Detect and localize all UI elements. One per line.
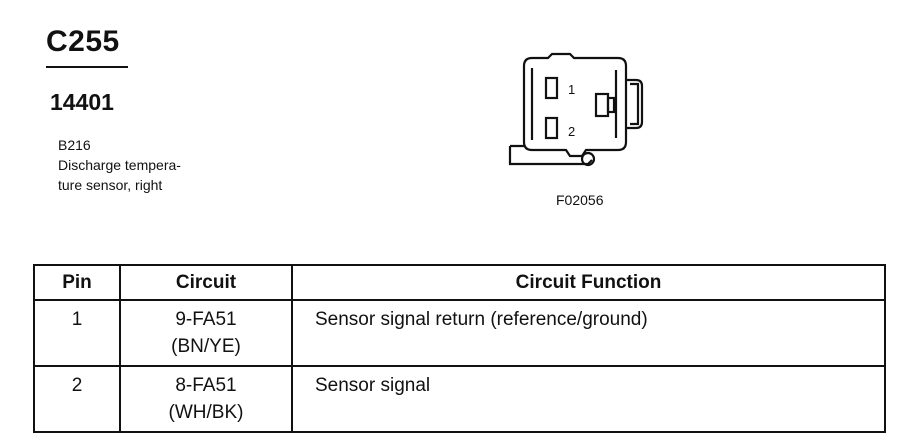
side-latch-inner — [630, 82, 640, 126]
circuit-id: 8-FA51 — [175, 375, 237, 396]
bottom-tab-round — [580, 151, 596, 167]
table-header-row: Pin Circuit Circuit Function — [33, 264, 886, 301]
component-code: B216 — [58, 137, 91, 153]
bottom-tab — [508, 144, 593, 166]
side-latch — [626, 78, 644, 130]
component-desc-line2: ture sensor, right — [58, 177, 163, 193]
component-description: B216 Discharge tempera- ture sensor, rig… — [58, 135, 181, 195]
part-number: 14401 — [50, 89, 114, 115]
pin-2-cavity — [544, 116, 559, 140]
circuit-function: Sensor signal return (reference/ground) — [315, 309, 648, 330]
connector-face-diagram: 1 2 — [508, 52, 644, 167]
connector-housing — [522, 52, 628, 158]
pin-number: 2 — [71, 375, 83, 396]
header-circuit: Circuit — [119, 264, 293, 301]
table-row: 2 8-FA51 (WH/BK) Sensor signal — [33, 365, 886, 433]
pin-cell: 2 — [33, 365, 121, 433]
function-cell: Sensor signal — [291, 365, 886, 433]
table-row: 1 9-FA51 (BN/YE) Sensor signal return (r… — [33, 299, 886, 367]
pin-1-cavity — [544, 76, 559, 100]
circuit-cell: 9-FA51 (BN/YE) — [119, 299, 293, 367]
circuit-id: 9-FA51 — [175, 309, 237, 330]
component-desc-line1: Discharge tempera- — [58, 157, 181, 173]
key-slot — [594, 92, 610, 118]
title-underline — [46, 66, 128, 68]
key-slot-inner — [606, 96, 616, 114]
wire-color: (BN/YE) — [171, 336, 241, 357]
connector-id: C255 — [46, 25, 120, 58]
wire-color: (WH/BK) — [168, 402, 244, 423]
header-pin: Pin — [33, 264, 121, 301]
pin-2-label: 2 — [568, 124, 575, 139]
circuit-cell: 8-FA51 (WH/BK) — [119, 365, 293, 433]
circuit-function: Sensor signal — [315, 375, 431, 396]
pinout-table: Pin Circuit Circuit Function 1 9-FA51 (B… — [33, 264, 886, 433]
pin-1-label: 1 — [568, 82, 575, 97]
figure-code: F02056 — [556, 192, 604, 208]
header-circuit-function: Circuit Function — [291, 264, 886, 301]
pin-cell: 1 — [33, 299, 121, 367]
pin-number: 1 — [71, 309, 83, 330]
function-cell: Sensor signal return (reference/ground) — [291, 299, 886, 367]
